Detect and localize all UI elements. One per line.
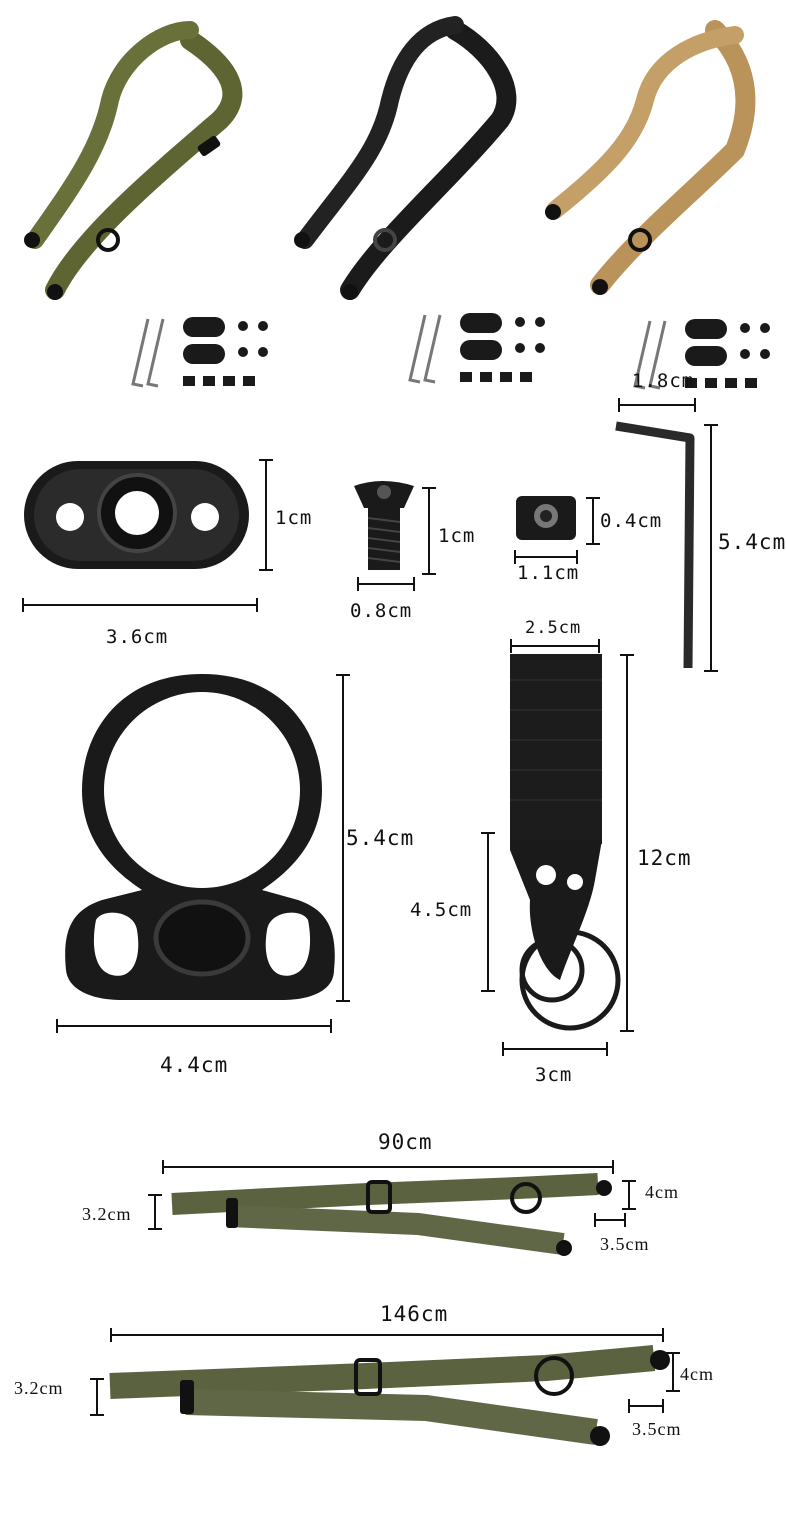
nut-width-line — [514, 550, 578, 564]
short-sling-length-label: 90cm — [378, 1130, 433, 1154]
allen-wrench-length-line — [704, 424, 718, 672]
end-plate-width-label: 4.4cm — [160, 1053, 229, 1077]
hardware-kit-1 — [131, 317, 268, 388]
short-sling-swivel-line — [594, 1213, 626, 1227]
long-sling-length-line — [110, 1328, 664, 1342]
sling-tan-image — [545, 20, 756, 295]
plate-width-line — [22, 598, 258, 612]
hook-height-label: 12cm — [637, 846, 692, 870]
plate-height-line — [259, 459, 273, 571]
screw-height-line — [422, 487, 436, 575]
long-sling-buckle-label: 4cm — [680, 1364, 714, 1384]
long-sling-length-label: 146cm — [380, 1302, 449, 1326]
long-sling-width-line — [90, 1378, 104, 1416]
end-plate-icon — [65, 674, 335, 1000]
sling-mount-plate-icon — [24, 461, 249, 569]
short-sling-width-label: 3.2cm — [82, 1204, 132, 1224]
short-sling-buckle-line — [622, 1180, 636, 1210]
short-sling-swivel-label: 3.5cm — [600, 1234, 650, 1254]
allen-wrench-width-line — [618, 398, 696, 412]
long-sling-image — [109, 1345, 670, 1446]
allen-wrench-length-label: 5.4cm — [718, 530, 786, 554]
nut-height-line — [586, 497, 600, 545]
hook-top-width-label: 2.5cm — [525, 618, 582, 638]
screw-width-label: 0.8cm — [350, 600, 413, 622]
long-sling-swivel-line — [628, 1399, 664, 1413]
short-sling-buckle-label: 4cm — [645, 1182, 679, 1202]
sling-olive-image — [24, 21, 243, 300]
plate-width-label: 3.6cm — [106, 626, 169, 648]
hook-height-line — [620, 654, 634, 1032]
long-sling-buckle-line — [666, 1352, 680, 1392]
nut-width-label: 1.1cm — [517, 562, 580, 584]
hardware-kit-2 — [408, 313, 545, 384]
screw-width-line — [357, 577, 415, 591]
plate-height-label: 1cm — [275, 507, 313, 529]
end-plate-width-line — [56, 1019, 332, 1033]
nut-icon — [516, 496, 576, 540]
short-sling-length-line — [162, 1160, 614, 1174]
long-sling-swivel-label: 3.5cm — [632, 1419, 682, 1439]
screw-height-label: 1cm — [438, 525, 476, 547]
hook-clip-height-label: 4.5cm — [410, 899, 473, 921]
screw-icon — [354, 481, 414, 570]
short-sling-image — [171, 1173, 612, 1256]
end-plate-height-line — [336, 674, 350, 1002]
allen-wrench-icon — [615, 421, 695, 669]
end-plate-height-label: 5.4cm — [346, 826, 415, 850]
hook-clip-height-line — [481, 832, 495, 992]
short-sling-width-line — [148, 1194, 162, 1230]
hook-bottom-width-line — [502, 1042, 608, 1056]
allen-wrench-width-label: 1.8cm — [632, 370, 695, 392]
hook-top-width-line — [510, 639, 600, 653]
nut-height-label: 0.4cm — [600, 510, 663, 532]
hook-bottom-width-label: 3cm — [535, 1064, 573, 1086]
webbing-hook-icon — [510, 654, 621, 1031]
hardware-kit-3 — [633, 319, 770, 390]
long-sling-width-label: 3.2cm — [14, 1378, 64, 1398]
sling-black-image — [294, 16, 517, 300]
